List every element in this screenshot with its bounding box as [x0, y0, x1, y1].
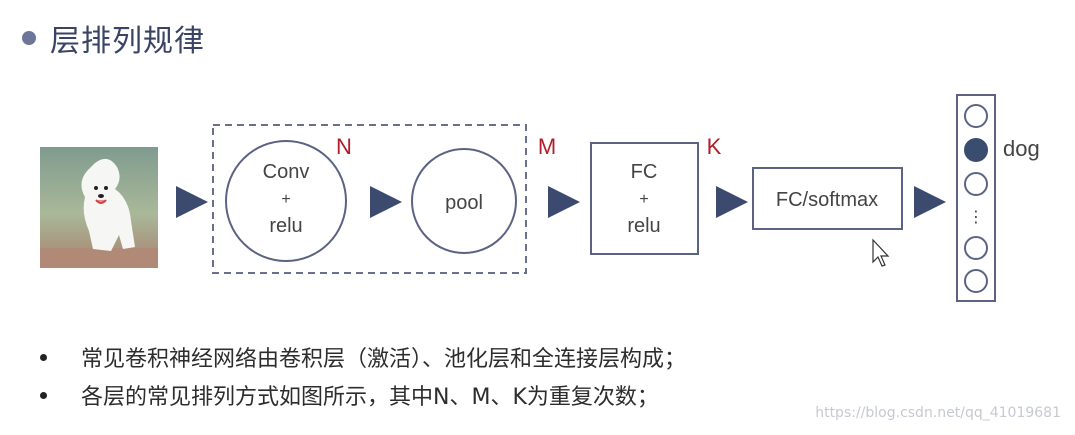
bullet-item: 各层的常见排列方式如图所示，其中N、M、K为重复次数； — [40, 376, 686, 414]
fc-relu-node — [590, 142, 699, 255]
output-node — [964, 172, 988, 196]
k-repeat-label: K — [707, 134, 722, 159]
title-bullet-icon — [22, 31, 36, 45]
slide-title-row: 层排列规律 — [22, 16, 205, 60]
output-node — [964, 236, 988, 260]
output-node-active — [964, 138, 988, 162]
bullet-dot-icon — [40, 391, 47, 399]
pool-label: pool — [445, 192, 483, 214]
fc-plus-label: + — [639, 191, 648, 208]
output-class-label: dog — [1003, 136, 1040, 161]
fc-label: FC — [631, 161, 658, 183]
conv-label: Conv — [263, 161, 310, 183]
conv-plus-label: + — [281, 191, 290, 208]
output-node — [964, 269, 988, 293]
bullet-list: 常见卷积神经网络由卷积层（激活）、池化层和全连接层构成； 各层的常见排列方式如图… — [40, 338, 686, 414]
dog-photo — [40, 147, 158, 268]
output-ellipsis: ⋮ — [968, 207, 984, 226]
conv-relu-label: relu — [269, 215, 302, 237]
bullet-dot-icon — [40, 353, 47, 361]
fc-softmax-node — [752, 167, 903, 230]
mouse-cursor-icon — [872, 238, 890, 267]
n-repeat-label: N — [336, 134, 352, 159]
output-vector — [956, 94, 996, 302]
fc-softmax-label: FC/softmax — [776, 189, 878, 211]
conv-relu-node — [225, 140, 347, 262]
bullet-text: 常见卷积神经网络由卷积层（激活）、池化层和全连接层构成； — [81, 347, 687, 372]
repeat-block-m — [212, 124, 527, 274]
bullet-item: 常见卷积神经网络由卷积层（激活）、池化层和全连接层构成； — [40, 338, 686, 376]
slide-title: 层排列规律 — [50, 24, 205, 59]
pool-node — [411, 148, 517, 254]
output-node — [964, 104, 988, 128]
fc-relu-label: relu — [627, 215, 660, 237]
m-repeat-label: M — [538, 134, 556, 159]
watermark: https://blog.csdn.net/qq_41019681 — [815, 405, 1061, 421]
bullet-text: 各层的常见排列方式如图所示，其中N、M、K为重复次数； — [81, 385, 659, 410]
